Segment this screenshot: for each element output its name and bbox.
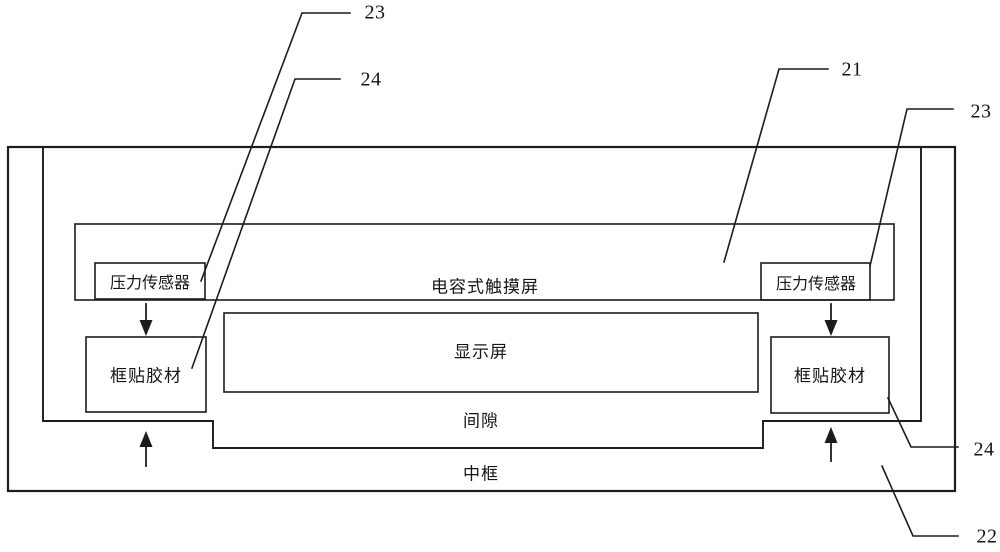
display-label: 显示屏	[454, 342, 508, 362]
pressure-sensor-left-box	[94, 262, 206, 300]
leader-line-24-right	[886, 396, 959, 448]
leader-line-23-right	[869, 108, 954, 267]
adhesive-right-box	[770, 336, 890, 414]
leader-line-24-left	[190, 78, 341, 370]
ref-23-left: 23	[364, 1, 386, 24]
adhesive-left-box	[85, 336, 207, 413]
up-arrow-right-head	[824, 427, 838, 443]
leader-line-21	[723, 68, 829, 263]
leader-line-23-left	[199, 12, 351, 283]
outer-frame-rect	[6, 145, 957, 493]
ref-22: 22	[976, 525, 998, 548]
mid-frame-inner-profile	[42, 147, 922, 449]
gap-label: 间隙	[463, 411, 499, 431]
ref-24-right: 24	[973, 438, 995, 461]
touchscreen-box	[74, 223, 895, 301]
ref-21: 21	[841, 58, 863, 81]
adhesive-right-label: 框贴胶材	[794, 366, 866, 386]
down-arrow-right-head	[824, 320, 838, 336]
adhesive-left-label: 框贴胶材	[110, 366, 182, 386]
leader-line-22	[880, 464, 959, 537]
pressure-sensor-right-box	[760, 262, 871, 301]
ref-24-left: 24	[360, 68, 382, 91]
pressure-sensor-right-label: 压力传感器	[775, 276, 857, 293]
down-arrow-left-head	[139, 320, 153, 336]
up-arrow-left-head	[139, 431, 153, 447]
pressure-sensor-left-label: 压力传感器	[109, 275, 191, 292]
display-box	[223, 312, 759, 393]
touchscreen-label: 电容式触摸屏	[431, 277, 539, 297]
ref-23-right: 23	[970, 100, 992, 123]
mid-frame-label: 中框	[463, 464, 499, 484]
